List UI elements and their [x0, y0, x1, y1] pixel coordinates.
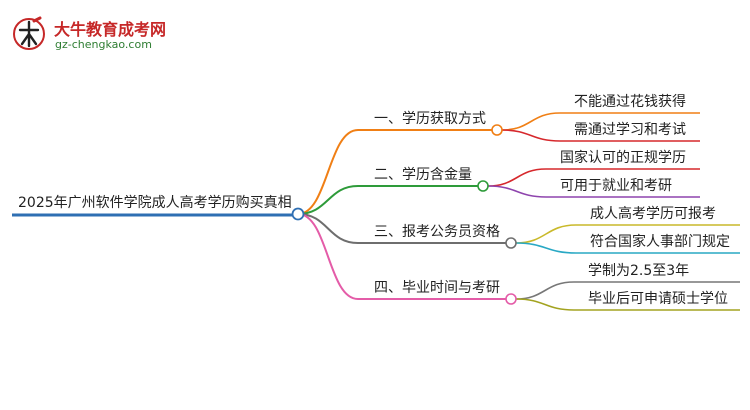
site-logo[interactable]: 大牛教育成考网 gz-chengkao.com	[12, 14, 182, 56]
root-node	[291, 207, 305, 221]
leaf-connector	[501, 129, 561, 142]
leaf-label: 成人高考学历可报考	[590, 206, 716, 222]
leaf-label: 符合国家人事部门规定	[590, 234, 730, 250]
leaf-label: 需通过学习和考试	[574, 122, 686, 138]
branch-connector	[297, 129, 359, 215]
leaf-label: 可用于就业和考研	[560, 178, 672, 194]
leaf-connector	[487, 168, 547, 187]
branch-node	[505, 293, 517, 305]
branch-connector	[297, 213, 359, 244]
branch-node	[491, 124, 503, 136]
leaf-connector	[515, 242, 577, 254]
logo-mark-icon	[13, 16, 45, 50]
leaf-label: 学制为2.5至3年	[588, 263, 690, 279]
leaf-connector	[515, 224, 577, 244]
branch-connector	[297, 185, 359, 215]
branch-label: 四、毕业时间与考研	[374, 280, 500, 296]
branch-label: 二、学历含金量	[374, 167, 472, 183]
root-topic-label: 2025年广州软件学院成人高考学历购买真相	[18, 195, 292, 211]
leaf-label: 不能通过花钱获得	[574, 94, 686, 110]
leaf-label: 国家认可的正规学历	[560, 150, 686, 166]
leaf-connector	[515, 298, 575, 311]
branch-connector	[297, 213, 359, 300]
logo-title: 大牛教育成考网	[54, 20, 167, 39]
branch-label: 一、学历获取方式	[374, 111, 486, 127]
branch-node	[505, 237, 517, 249]
branch-label: 三、报考公务员资格	[374, 224, 500, 240]
leaf-connector	[515, 281, 575, 300]
leaf-label: 毕业后可申请硕士学位	[588, 291, 728, 307]
leaf-connector	[501, 112, 561, 131]
logo-url: gz-chengkao.com	[55, 38, 152, 51]
branch-node	[477, 180, 489, 192]
leaf-connector	[487, 185, 547, 198]
